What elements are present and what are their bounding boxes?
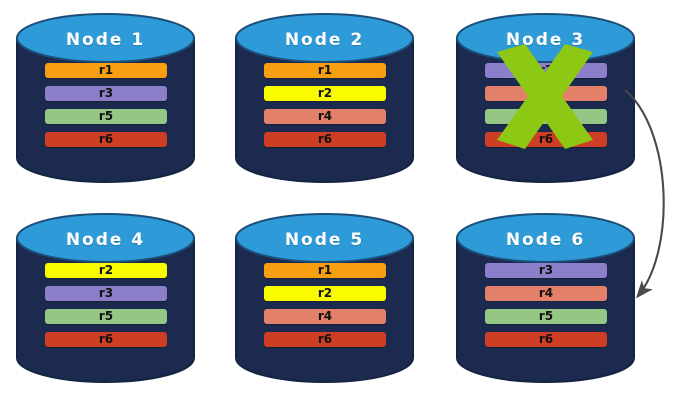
cylinder-top-disc [16,213,195,263]
record-list: r3 r4 r5 r6 [485,263,607,347]
record-list: r3 r4 r5 r6 [485,63,607,147]
record-bar-r5[interactable]: r5 [45,109,167,124]
record-bar-r3[interactable]: r3 [45,86,167,101]
record-bar-r3[interactable]: r3 [45,286,167,301]
record-bar-r4[interactable]: r4 [264,109,386,124]
record-list: r1 r2 r4 r6 [264,63,386,147]
record-bar-r4[interactable]: r4 [264,309,386,324]
record-bar-r1[interactable]: r1 [45,63,167,78]
record-bar-r6[interactable]: r6 [485,132,607,147]
record-bar-r1[interactable]: r1 [264,263,386,278]
record-list: r2 r3 r5 r6 [45,263,167,347]
record-bar-r2[interactable]: r2 [264,286,386,301]
record-bar-r6[interactable]: r6 [264,132,386,147]
record-list: r1 r2 r4 r6 [264,263,386,347]
record-bar-r2[interactable]: r2 [264,86,386,101]
record-bar-r5[interactable]: r5 [45,309,167,324]
cylinder-top-disc [235,213,414,263]
cylinder-top-disc [456,13,635,63]
record-bar-r6[interactable]: r6 [45,332,167,347]
record-list: r1 r3 r5 r6 [45,63,167,147]
record-bar-r4[interactable]: r4 [485,86,607,101]
cylinder-top-disc [456,213,635,263]
record-bar-r5[interactable]: r5 [485,109,607,124]
cylinder-top-disc [16,13,195,63]
record-bar-r4[interactable]: r4 [485,286,607,301]
record-bar-r6[interactable]: r6 [264,332,386,347]
record-bar-r6[interactable]: r6 [45,132,167,147]
record-bar-r3[interactable]: r3 [485,63,607,78]
record-bar-r5[interactable]: r5 [485,309,607,324]
record-bar-r6[interactable]: r6 [485,332,607,347]
record-bar-r1[interactable]: r1 [264,63,386,78]
record-bar-r2[interactable]: r2 [45,263,167,278]
cylinder-top-disc [235,13,414,63]
record-bar-r3[interactable]: r3 [485,263,607,278]
